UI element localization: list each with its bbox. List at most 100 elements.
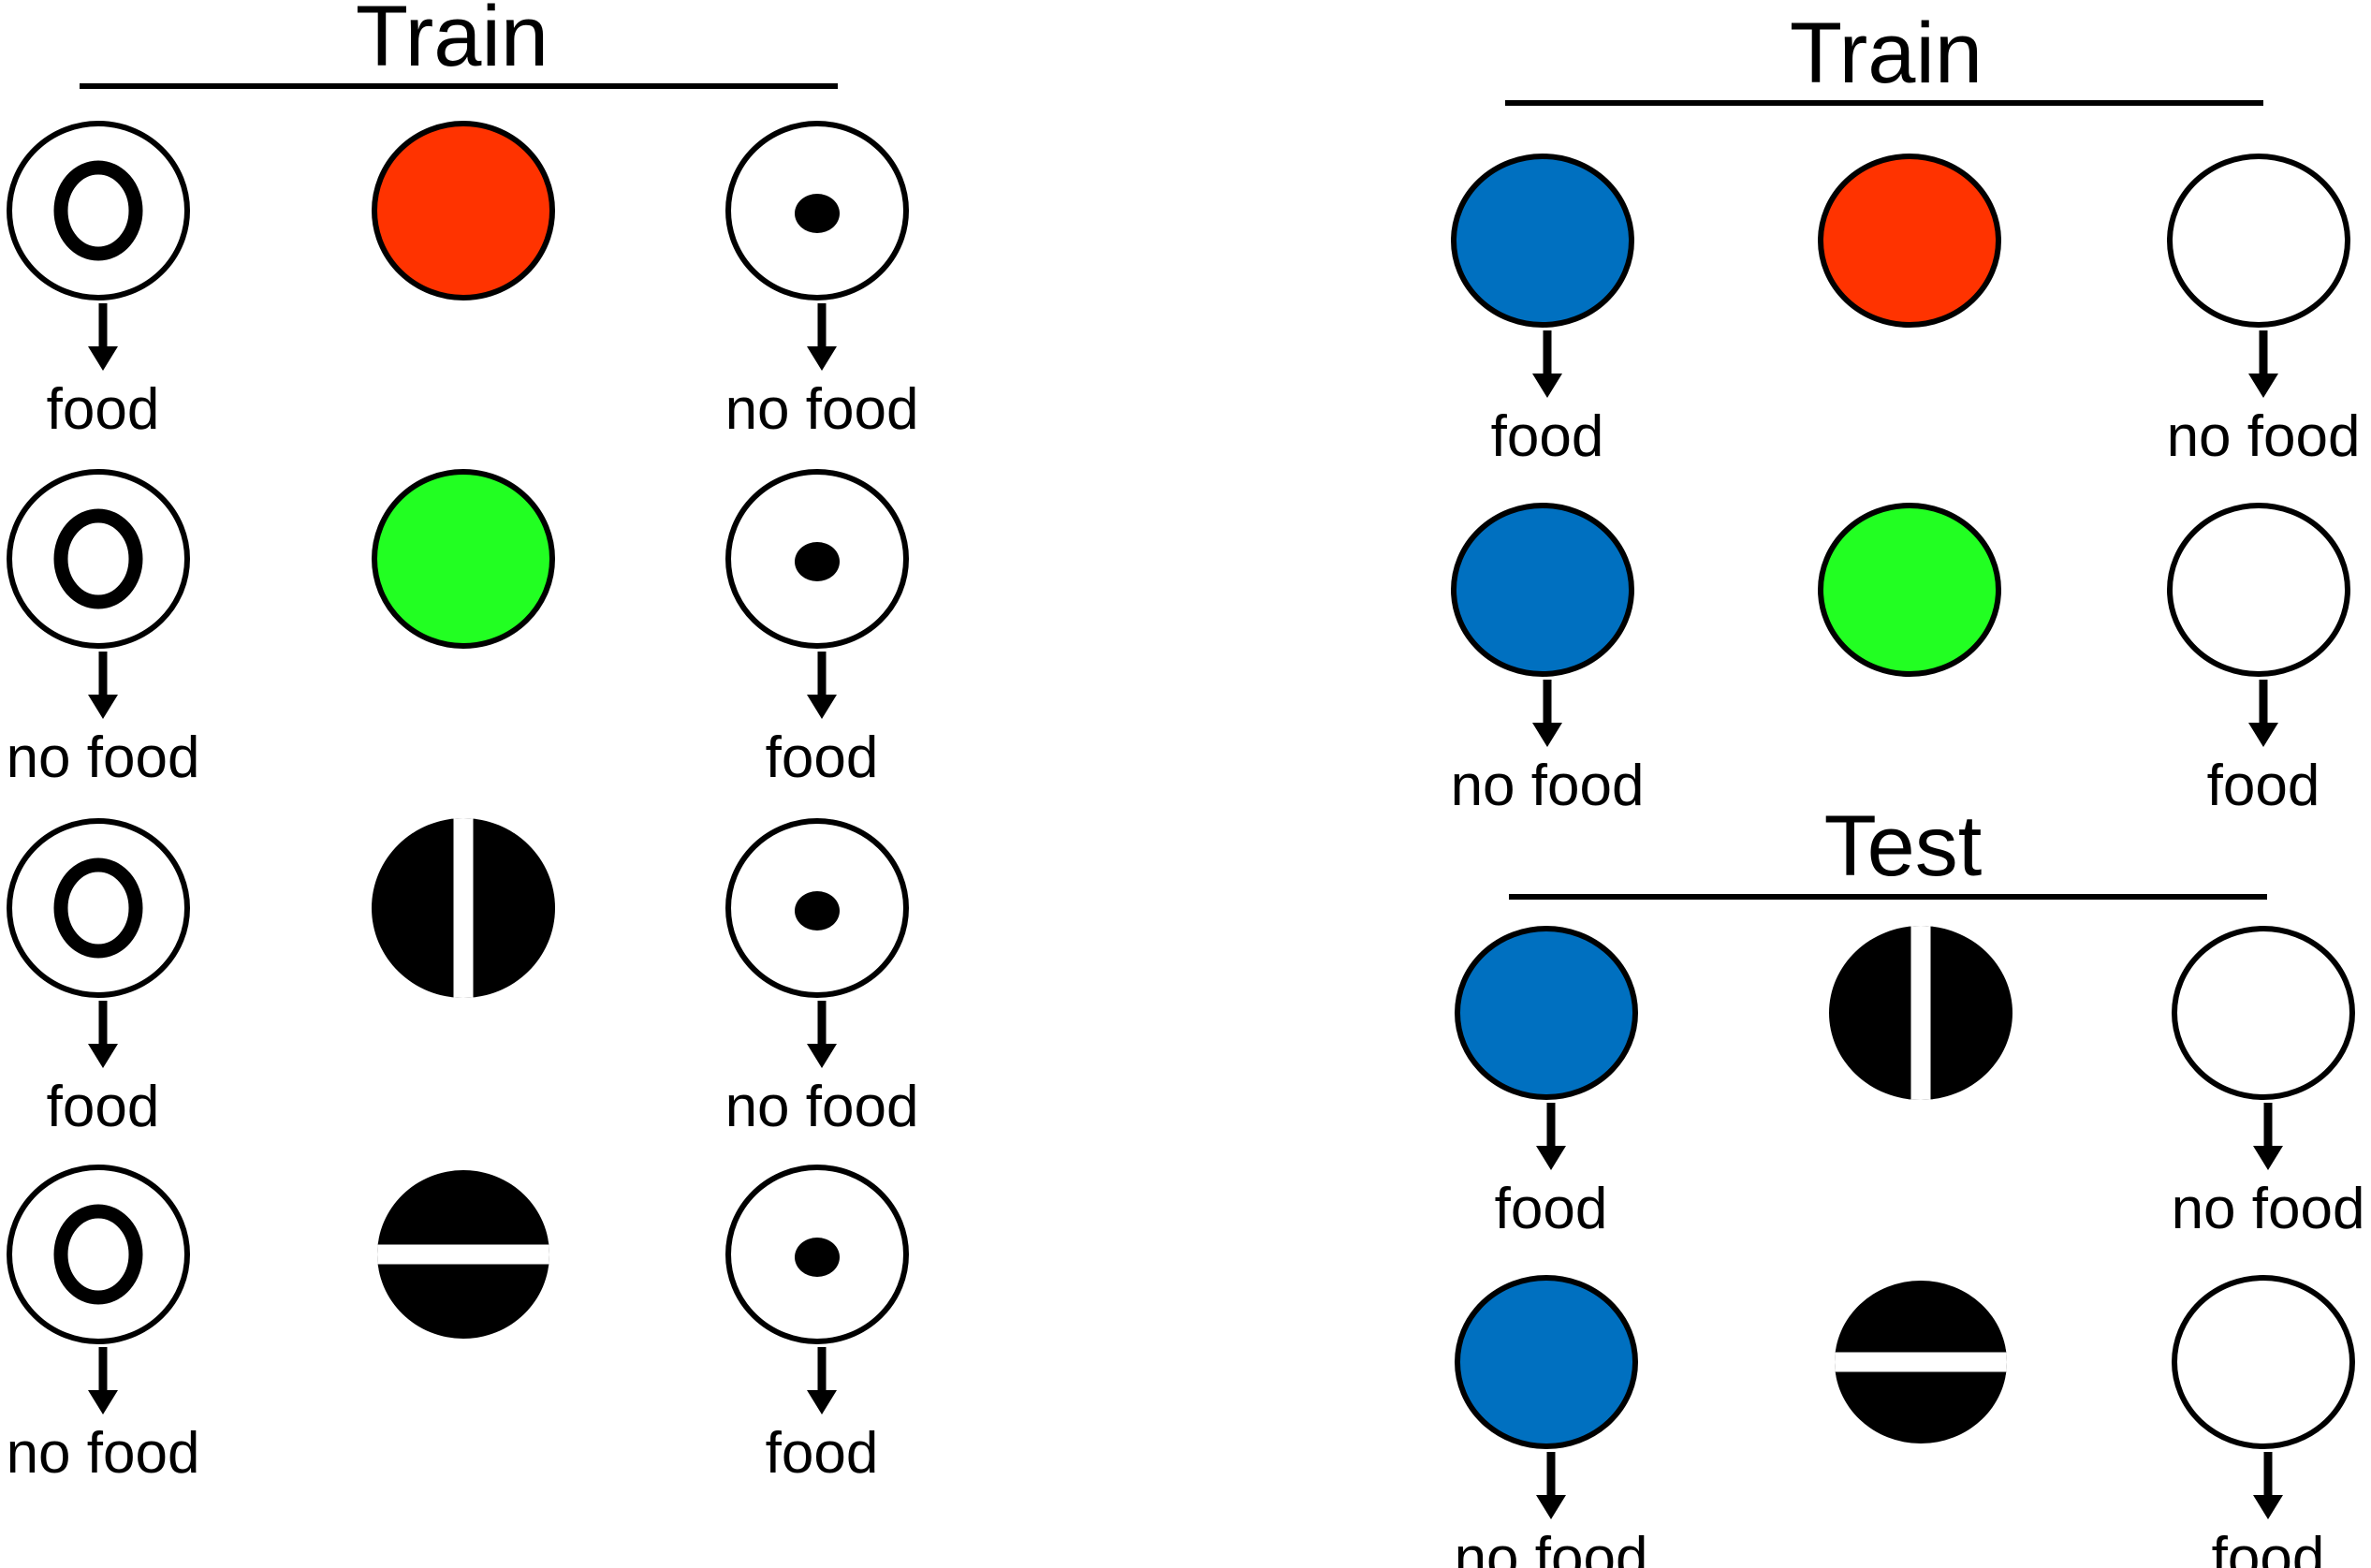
right-train-r0-c0-blue-stimulus <box>1451 154 1634 328</box>
outcome-label: food <box>47 1075 160 1139</box>
stimulus-disc <box>2172 1275 2355 1449</box>
stimulus-row: no food food <box>7 469 909 790</box>
down-arrow-icon <box>88 303 118 371</box>
down-arrow-icon <box>807 1001 837 1068</box>
stimulus-disc <box>372 121 555 300</box>
stimulus-disc <box>1455 1275 1638 1449</box>
down-arrow-icon <box>2253 1103 2283 1170</box>
right-test-r0-c2-white-stimulus <box>2172 926 2355 1100</box>
outcome-label: no food <box>2167 404 2361 469</box>
down-arrow-icon <box>807 1347 837 1414</box>
down-arrow-icon <box>1532 330 1562 398</box>
left-r0-c1-red-stimulus <box>372 121 555 300</box>
outcome-label: food <box>1491 404 1604 469</box>
outcome-label: no food <box>725 1075 919 1139</box>
inner-ring-mark <box>53 160 143 261</box>
stimulus-row: food no food <box>7 818 919 1139</box>
left-r0-c0-ring-stimulus <box>7 121 190 300</box>
left-r1-c1-green-stimulus <box>372 469 555 649</box>
right-train-r1-c2-white-stimulus <box>2167 503 2350 677</box>
down-arrow-icon <box>2248 680 2278 747</box>
stimulus-row: no food food <box>7 1165 909 1486</box>
outcome-label: no food <box>1455 1526 1648 1568</box>
left-r3-c1-horizontal-bar-stimulus <box>377 1170 549 1339</box>
panel-heading: Train <box>356 0 549 84</box>
down-arrow-icon <box>1532 680 1562 747</box>
stimulus-row: no food food <box>1451 503 2350 818</box>
horizontal-bar-edge <box>1835 1349 2007 1375</box>
stimulus-row: food no food <box>7 121 919 442</box>
right-train-r1-c1-green-stimulus <box>1818 503 2001 677</box>
stimulus-disc <box>1818 503 2001 677</box>
horizontal-bar-edge <box>377 1241 549 1268</box>
horizontal-white-bar <box>377 1243 549 1266</box>
right-train-r0-c2-white-stimulus <box>2167 154 2350 328</box>
down-arrow-icon <box>2253 1452 2283 1519</box>
down-arrow-icon <box>1536 1452 1566 1519</box>
down-arrow-icon <box>88 652 118 719</box>
stimulus-outline <box>7 818 190 998</box>
outcome-label: no food <box>7 725 200 790</box>
panel-heading: Test <box>1824 799 1983 894</box>
outcome-label: food <box>2207 754 2320 818</box>
center-dot-mark <box>795 194 840 233</box>
stimulus-outline <box>7 469 190 649</box>
vertical-bar-edge <box>450 818 476 998</box>
down-arrow-icon <box>2248 330 2278 398</box>
vertical-white-bar <box>452 818 475 998</box>
stimulus-disc <box>1818 154 2001 328</box>
left-r3-c2-dot-stimulus <box>725 1165 909 1344</box>
center-dot-mark <box>795 1238 840 1277</box>
outcome-label: food <box>2212 1526 2325 1568</box>
outcome-label: food <box>766 1421 879 1486</box>
left-r0-c2-dot-stimulus <box>725 121 909 300</box>
outcome-label: food <box>766 725 879 790</box>
panel-heading: Train <box>1790 6 1983 101</box>
right-test-r0-c1-vertical-bar-stimulus <box>1829 926 2012 1100</box>
stimulus-disc <box>1451 154 1634 328</box>
outcome-label: food <box>47 377 160 442</box>
stimulus-disc <box>2167 154 2350 328</box>
left-r2-c2-dot-stimulus <box>725 818 909 998</box>
panel-right-train: Train food no food no food food <box>1451 6 2361 818</box>
down-arrow-icon <box>88 1001 118 1068</box>
stimulus-disc <box>372 469 555 649</box>
inner-ring-mark <box>53 857 143 959</box>
outcome-label: no food <box>725 377 919 442</box>
stimulus-disc <box>1455 926 1638 1100</box>
left-r2-c1-vertical-bar-stimulus <box>372 818 555 998</box>
right-train-r0-c1-red-stimulus <box>1818 154 2001 328</box>
vertical-white-bar <box>1910 926 1932 1100</box>
right-test-r1-c2-white-stimulus <box>2172 1275 2355 1449</box>
outcome-label: no food <box>7 1421 200 1486</box>
right-train-r1-c0-blue-stimulus <box>1451 503 1634 677</box>
center-dot-mark <box>795 542 840 581</box>
stimulus-row: food no food <box>1451 154 2361 469</box>
inner-ring-mark <box>53 508 143 609</box>
stimulus-row: no food food <box>1455 1275 2355 1568</box>
outcome-label: no food <box>2172 1177 2365 1241</box>
outcome-label: no food <box>1451 754 1645 818</box>
left-r1-c2-dot-stimulus <box>725 469 909 649</box>
right-test-r0-c0-blue-stimulus <box>1455 926 1638 1100</box>
stimulus-outline <box>7 1165 190 1344</box>
left-r3-c0-ring-stimulus <box>7 1165 190 1344</box>
left-r1-c0-ring-stimulus <box>7 469 190 649</box>
right-test-r1-c0-blue-stimulus <box>1455 1275 1638 1449</box>
stimulus-outline <box>7 121 190 300</box>
stimulus-disc <box>2172 926 2355 1100</box>
right-test-r1-c1-horizontal-bar-stimulus <box>1835 1281 2007 1443</box>
stimulus-disc <box>1451 503 1634 677</box>
inner-ring-mark <box>53 1204 143 1305</box>
down-arrow-icon <box>1536 1103 1566 1170</box>
horizontal-white-bar <box>1835 1351 2007 1373</box>
stimulus-disc <box>2167 503 2350 677</box>
vertical-bar-edge <box>1908 926 1934 1100</box>
down-arrow-icon <box>807 303 837 371</box>
down-arrow-icon <box>88 1347 118 1414</box>
center-dot-mark <box>795 891 840 931</box>
